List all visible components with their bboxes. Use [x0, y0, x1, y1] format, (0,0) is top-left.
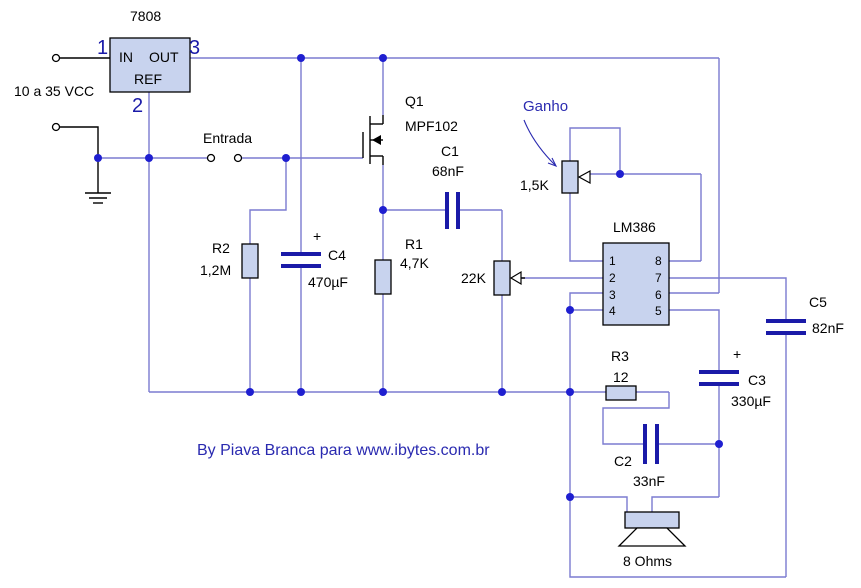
lm386-pin-3: 3: [609, 288, 616, 302]
c4-ref: C4: [328, 247, 346, 263]
capacitor-c4: + C4 470µF: [281, 228, 348, 290]
pot-volume-value: 22K: [461, 270, 487, 286]
r1-value: 4,7K: [400, 255, 429, 271]
regulator-pin-out: OUT: [149, 49, 179, 65]
potentiometer-gain: Ganho 1,5K: [520, 98, 591, 194]
regulator-pin-in: IN: [119, 49, 133, 65]
junction-dots: [94, 54, 723, 501]
lm386-pin-4: 4: [609, 304, 616, 318]
resistor-r1: R1 4,7K: [374, 236, 429, 295]
speaker-label: 8 Ohms: [623, 553, 672, 569]
q1-ref: Q1: [405, 93, 424, 109]
regulator-pin1-number: 1: [97, 37, 108, 59]
gain-label: Ganho: [523, 98, 568, 115]
r2-ref: R2: [212, 240, 230, 256]
capacitor-c5: C5 82nF: [766, 294, 844, 336]
credit-text: By Piava Branca para www.ibytes.com.br: [197, 442, 490, 459]
r3-value: 12: [613, 369, 629, 385]
regulator-pin3-number: 3: [189, 37, 200, 59]
supply-label: 10 a 35 VCC: [14, 83, 94, 99]
r1-ref: R1: [405, 236, 423, 252]
lm386-pin-6: 6: [655, 288, 662, 302]
c2-value: 33nF: [633, 473, 665, 489]
c3-ref: C3: [748, 372, 766, 388]
c4-polarity: +: [313, 228, 321, 244]
lm386-pin-2: 2: [609, 271, 616, 285]
r3-ref: R3: [611, 348, 629, 364]
c3-polarity: +: [733, 346, 741, 362]
potentiometer-volume: 22K: [461, 260, 525, 296]
resistor-r3: R3 12: [605, 348, 637, 401]
q1-part: MPF102: [405, 118, 458, 134]
lm386-pin-1: 1: [609, 254, 616, 268]
c1-value: 68nF: [432, 163, 464, 179]
capacitor-c3: + C3 330µF: [699, 346, 771, 409]
resistor-r2: R2 1,2M: [200, 240, 259, 279]
lm386-pin-5: 5: [655, 304, 662, 318]
speaker: 8 Ohms: [617, 511, 687, 569]
lm386-pin-7: 7: [655, 271, 662, 285]
c1-ref: C1: [441, 143, 459, 159]
lm386-chip: LM386 1 2 3 4 8 7 6 5: [602, 219, 670, 326]
regulator-pin-ref: REF: [134, 71, 162, 87]
r2-value: 1,2M: [200, 262, 231, 278]
c2-ref: C2: [614, 453, 632, 469]
regulator-name: 7808: [130, 8, 161, 24]
input-label: Entrada: [203, 130, 252, 146]
lm386-name: LM386: [613, 219, 656, 235]
transistor-q1: Q1 MPF102: [362, 93, 458, 165]
pot-gain-value: 1,5K: [520, 177, 549, 193]
capacitor-c1: C1 68nF: [432, 143, 464, 229]
c5-ref: C5: [809, 294, 827, 310]
c4-value: 470µF: [308, 274, 348, 290]
capacitor-c2: C2 33nF: [614, 424, 665, 489]
regulator-pin2-number: 2: [132, 95, 143, 117]
c3-value: 330µF: [731, 393, 771, 409]
regulator-7808: 7808 IN OUT REF 1 2 3: [97, 8, 200, 117]
lm386-pin-8: 8: [655, 254, 662, 268]
c5-value: 82nF: [812, 320, 844, 336]
